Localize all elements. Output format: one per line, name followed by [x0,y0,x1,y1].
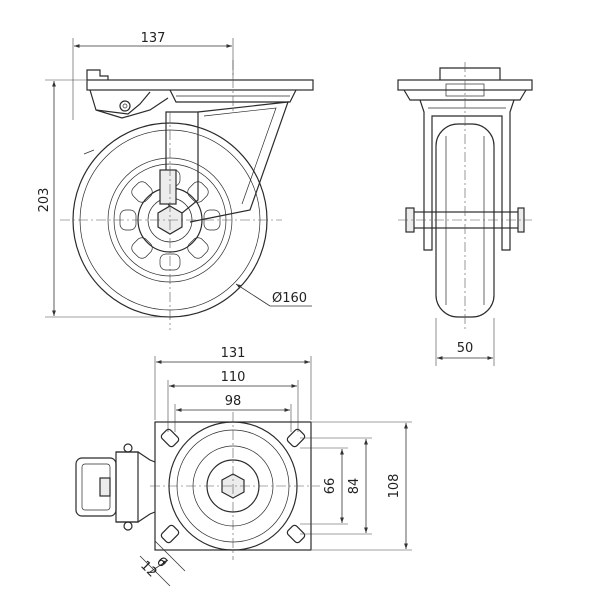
brake-lever-arm [89,89,151,115]
side-view: 137 203 Ø160 [37,31,314,330]
dim-label-wheel-width: 50 [457,341,474,356]
dim-label-diameter: Ø160 [272,291,307,306]
dim-label-hole-v-inner: 66 [323,478,338,495]
brake-linkage [95,97,169,119]
dim-leader-slot [139,555,171,587]
dim-label-plate-width: 131 [221,346,246,361]
front-fork [419,99,515,251]
dim-label-plate-depth: 108 [387,474,402,499]
fork-label-plate [159,169,177,205]
dim-label-hole-v-mid: 84 [347,478,362,495]
brake-rivet-bottom [123,521,133,531]
brake-pedal [86,69,109,80]
dim-label-height: 203 [37,188,52,213]
brake-rivet-top [123,443,133,453]
brake-lock-tab [99,477,111,497]
dim-label-hole-outer: 110 [221,370,246,385]
mounting-slots [160,428,306,544]
brake-pivot-bolt [119,100,131,112]
dim-leader-diameter [235,283,271,307]
dim-label-top-width: 137 [141,31,166,46]
dim-label-hole-inner: 98 [225,394,242,409]
side-top-plate [86,79,314,91]
top-brake-arm [116,451,156,523]
front-brake-pedal [439,67,501,80]
front-view: 50 [397,62,533,366]
top-view: 131 110 98 66 84 108 12 6 [75,346,412,587]
